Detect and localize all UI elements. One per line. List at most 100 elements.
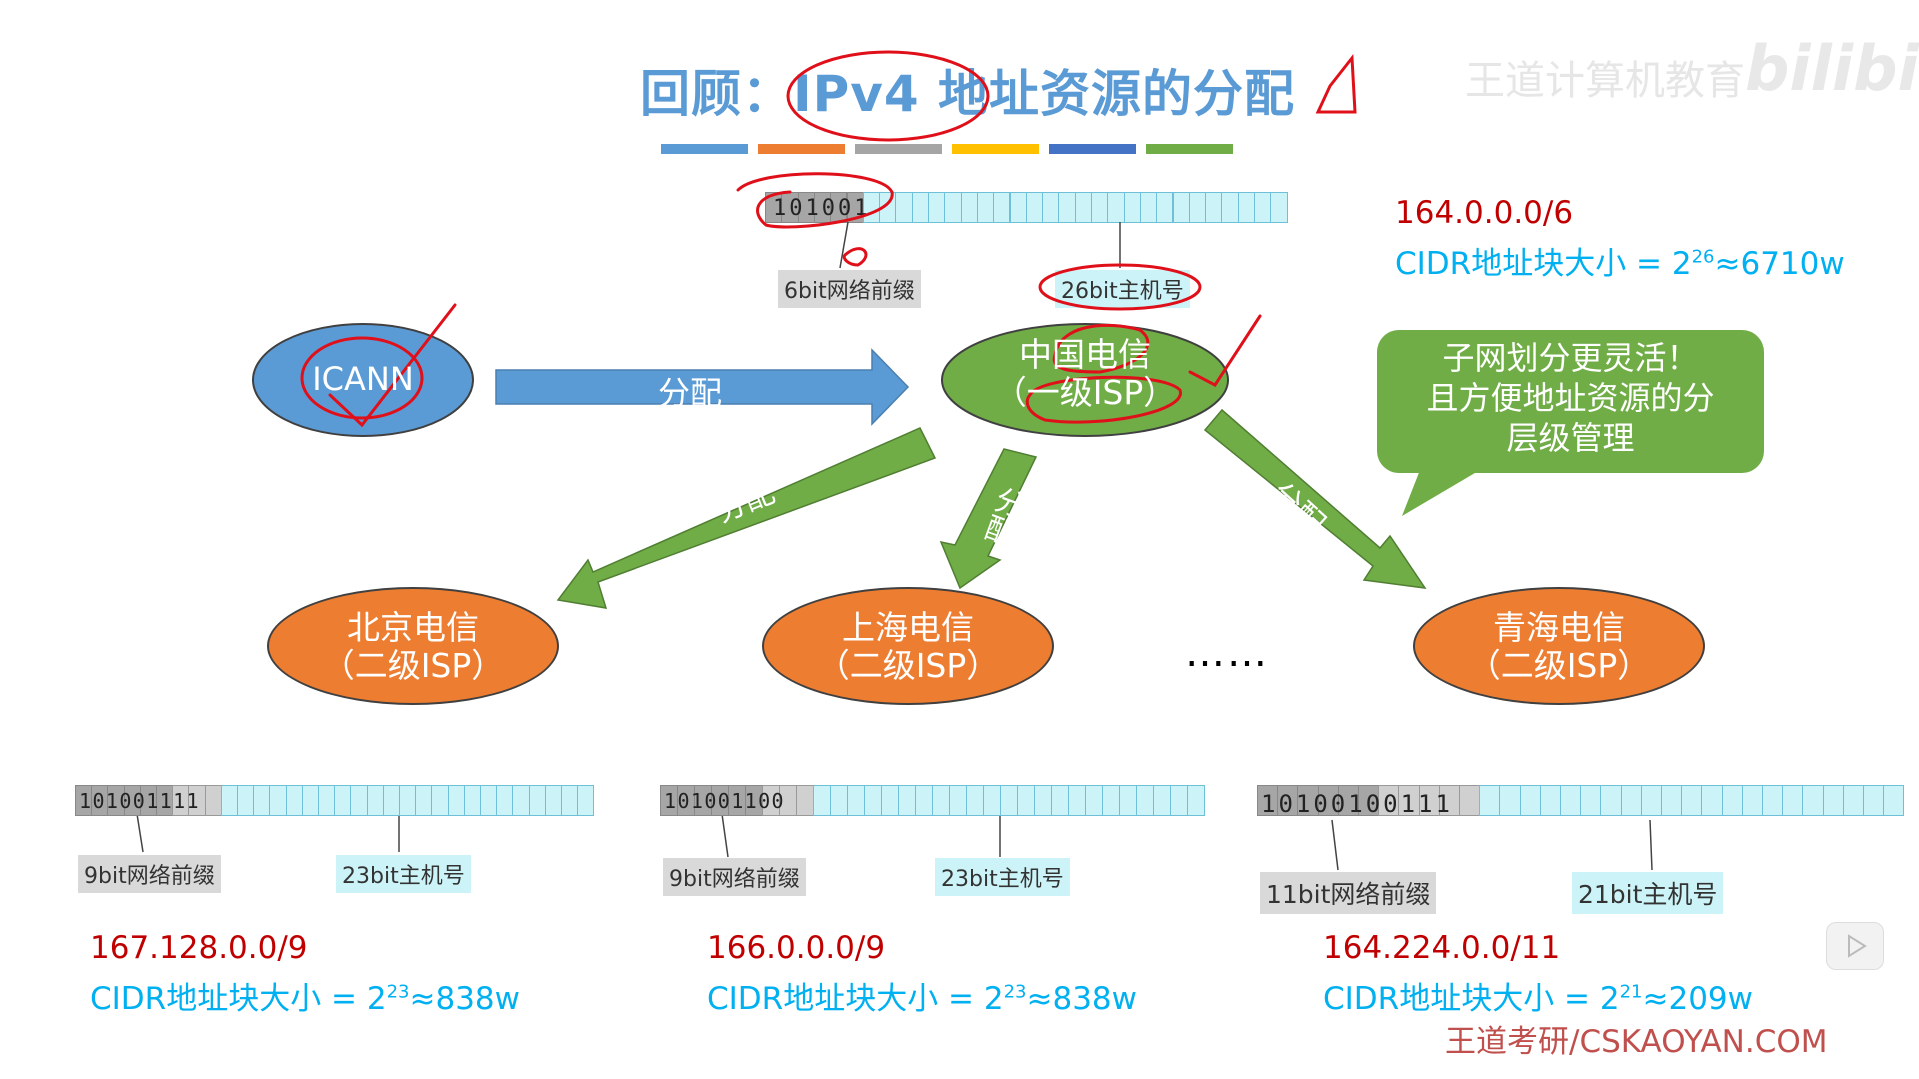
beijing-sub: （二级ISP） [321,646,505,685]
bit-cell [1119,785,1137,816]
bit-cell [1762,785,1784,816]
bit-cell [915,785,933,816]
bit-cell [269,785,287,816]
bit-cell [1034,785,1052,816]
bit-cell [415,785,433,816]
top-prefix-bits: 101001 [773,196,871,221]
beijing-cidr: 167.128.0.0/9 [90,930,308,966]
bit-cell [382,785,400,816]
shanghai-size-exp: 23 [1003,981,1027,1003]
bit-cell [1822,785,1844,816]
bit-cell [1842,785,1864,816]
shanghai-prefix-bits: 101001100 [664,789,785,813]
beijing-size-prefix: CIDR地址块大小 = 2 [90,981,387,1017]
china-telecom-ellipse [941,323,1229,437]
handwritten-marks [300,50,1357,428]
bit-cell [1519,785,1541,816]
qinghai-host-label: 21bit主机号 [1572,872,1724,914]
bit-cell [561,785,579,816]
bit-cell [1459,785,1481,816]
bit-cell [334,785,352,816]
arrow-label-icann: 分配 [658,374,723,412]
bilibili-logo: bilibili [1745,32,1919,105]
icann-label: ICANN [312,360,414,398]
qinghai-size-prefix: CIDR地址块大小 = 2 [1323,981,1620,1017]
bit-cell [1863,785,1885,816]
color-bar-segment [1146,144,1233,154]
shanghai-cidr: 166.0.0.0/9 [707,930,886,966]
bit-cell [813,785,831,816]
bit-cell [932,785,950,816]
bit-cell [463,785,481,816]
bit-cell [1068,785,1086,816]
bit-cell [366,785,384,816]
bubble-line-3: 层级管理 [1506,419,1635,457]
qinghai-cidr-size: CIDR地址块大小 = 221≈209w [1323,973,1753,1018]
qinghai-prefix-dark: 101001 [1261,790,1366,818]
bubble-line-2: 且方便地址资源的分 [1426,379,1715,417]
beijing-prefix-label: 9bit网络前缀 [78,855,221,893]
arrow-icann-to-telecom [495,348,910,426]
qinghai-prefix-label: 11bit网络前缀 [1260,872,1437,914]
play-icon [1848,934,1867,958]
bit-cell [1620,785,1642,816]
bit-cell [318,785,336,816]
top-size-suffix: ≈6710w [1714,246,1845,282]
bit-cell [1085,785,1103,816]
qinghai-prefix-bits: 10100100111 [1261,790,1453,818]
bit-cell [1580,785,1602,816]
bit-cell [1153,785,1171,816]
bit-cell [1017,785,1035,816]
arrow-to-qinghai [1203,408,1427,589]
bit-cell [480,785,498,816]
bit-cell [1479,785,1501,816]
bit-cell [1499,785,1521,816]
bit-cell [528,785,546,816]
bit-cell [1640,785,1662,816]
bit-cell [350,785,368,816]
bit-cell [544,785,562,816]
bit-cell [1102,785,1120,816]
china-telecom-sub: （一级ISP） [993,373,1177,412]
bit-cell [1741,785,1763,816]
bit-cell [1721,785,1743,816]
bit-cell [285,785,303,816]
bit-cell [512,785,530,816]
bit-cell [447,785,465,816]
qinghai-size-exp: 21 [1619,981,1643,1003]
beijing-host-label: 23bit主机号 [336,855,471,893]
play-button[interactable] [1826,922,1884,970]
bit-cell [847,785,865,816]
bubble-tail [1402,470,1480,516]
bit-cell [1000,785,1018,816]
bit-cell [1661,785,1683,816]
bit-cell [1802,785,1824,816]
top-host-label: 26bit主机号 [1055,270,1190,308]
qinghai-cidr: 164.224.0.0/11 [1323,930,1561,966]
ellipsis: …… [1185,630,1269,676]
bit-cell [864,785,882,816]
bit-cell [237,785,255,816]
color-bar-segment [952,144,1039,154]
bit-cell [399,785,417,816]
beijing-telecom-node: 北京电信 （二级ISP） [267,587,559,705]
speech-bubble: 子网划分更灵活！ 且方便地址资源的分 层级管理 [1377,330,1764,473]
shanghai-size-prefix: CIDR地址块大小 = 2 [707,981,1004,1017]
bit-cell [898,785,916,816]
bit-cell [1701,785,1723,816]
bit-cell [496,785,514,816]
beijing-prefix-dark: 101001 [79,789,160,813]
bit-cell [949,785,967,816]
bit-cell [1187,785,1205,816]
color-bar-segment [661,144,748,154]
bit-cell [1539,785,1561,816]
china-telecom-label: 中国电信 [1019,335,1151,374]
qinghai-label: 青海电信 [1493,608,1625,647]
slide-title: 回顾：IPv4 地址资源的分配 [640,65,1296,123]
shanghai-label: 上海电信 [842,608,974,647]
shanghai-cidr-size: CIDR地址块大小 = 223≈838w [707,973,1137,1018]
top-prefix-label: 6bit网络前缀 [778,270,921,308]
watermark: 王道计算机教育 [1465,58,1745,104]
bit-cell [966,785,984,816]
